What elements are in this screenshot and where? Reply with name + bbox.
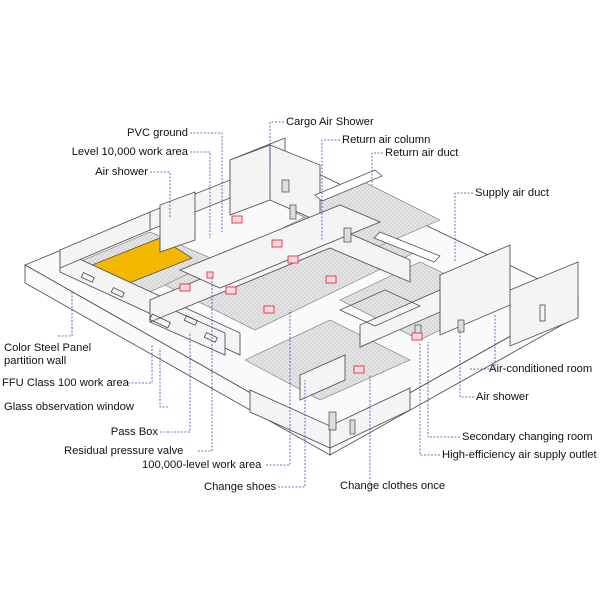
hepa-supply-units bbox=[179, 215, 423, 374]
label-change-clothes: Change clothes once bbox=[340, 480, 446, 492]
label-level-100000: 100,000-level work area bbox=[142, 459, 262, 471]
label-hepa-outlet: High-efficiency air supply outlet bbox=[442, 449, 597, 461]
label-pass-box: Pass Box bbox=[110, 426, 158, 438]
label-ffu-class-100: FFU Class 100 work area bbox=[2, 377, 129, 389]
label-air-conditioned-room: Air-conditioned room bbox=[489, 363, 593, 375]
label-air-shower-top: Air shower bbox=[95, 166, 148, 178]
label-residual-valve: Residual pressure valve bbox=[64, 445, 184, 457]
label-return-air-column: Return air column bbox=[342, 134, 431, 146]
label-change-shoes: Change shoes bbox=[204, 481, 277, 493]
label-pvc-ground: PVC ground bbox=[127, 127, 188, 139]
label-color-steel-panel: Color Steel Panel partition wall bbox=[4, 342, 92, 367]
observation-windows bbox=[80, 272, 546, 343]
label-return-air-duct: Return air duct bbox=[385, 147, 459, 159]
label-glass-window: Glass observation window bbox=[4, 401, 134, 413]
label-air-shower-right: Air shower bbox=[476, 391, 529, 403]
label-cargo-air-shower: Cargo Air Shower bbox=[286, 116, 374, 128]
leader-lines bbox=[58, 121, 496, 488]
label-supply-air-duct: Supply air duct bbox=[475, 187, 550, 199]
label-level-10000: Level 10,000 work area bbox=[71, 146, 188, 158]
air-ducts bbox=[314, 169, 441, 327]
label-secondary-changing: Secondary changing room bbox=[462, 431, 593, 443]
doors bbox=[281, 179, 465, 435]
